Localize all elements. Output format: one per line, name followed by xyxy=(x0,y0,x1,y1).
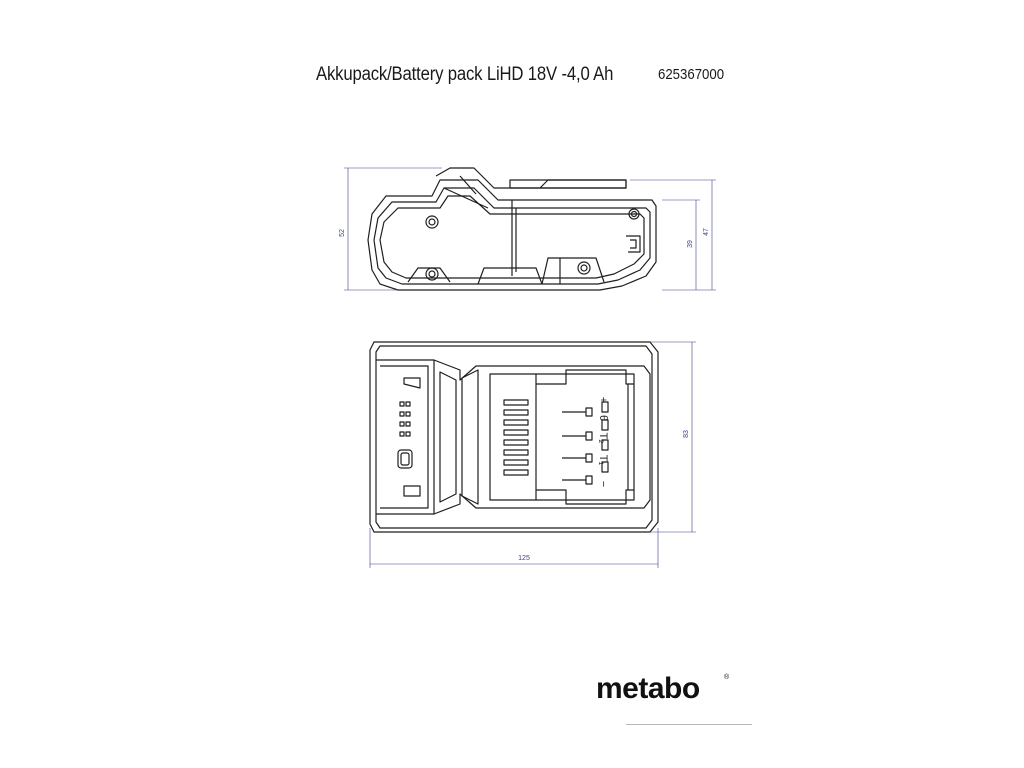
dim-height-right: 47 xyxy=(703,228,710,236)
dim-length: 125 xyxy=(518,555,530,562)
registered-mark: ® xyxy=(724,674,730,681)
dim-height-overall: 52 xyxy=(339,229,346,237)
charge-check-button xyxy=(397,449,413,469)
terminal-plus: + xyxy=(597,397,609,403)
side-view xyxy=(367,167,657,291)
side-dimension-lines xyxy=(344,167,716,291)
dim-height-body: 39 xyxy=(687,240,694,248)
top-view xyxy=(369,341,659,533)
terminal-slots xyxy=(503,399,529,476)
logo-divider xyxy=(626,724,752,725)
top-dimension-lines xyxy=(369,341,696,568)
metabo-logo: metabo xyxy=(596,672,700,705)
terminal-t1: T₁ xyxy=(597,455,609,466)
dim-depth: 83 xyxy=(683,430,690,438)
page-title: Akkupack/Battery pack LiHD 18V -4,0 Ah xyxy=(316,64,614,85)
terminal-labels: + θ T₂ T₁ − xyxy=(597,397,609,487)
terminal-minus: − xyxy=(597,481,609,487)
title-row: Akkupack/Battery pack LiHD 18V -4,0 Ah 6… xyxy=(0,64,1024,94)
terminal-theta: θ xyxy=(597,415,609,421)
charge-indicator xyxy=(399,401,411,437)
contact-pins xyxy=(562,401,609,485)
terminal-t2: T₂ xyxy=(597,433,609,444)
part-number: 625367000 xyxy=(658,66,725,83)
